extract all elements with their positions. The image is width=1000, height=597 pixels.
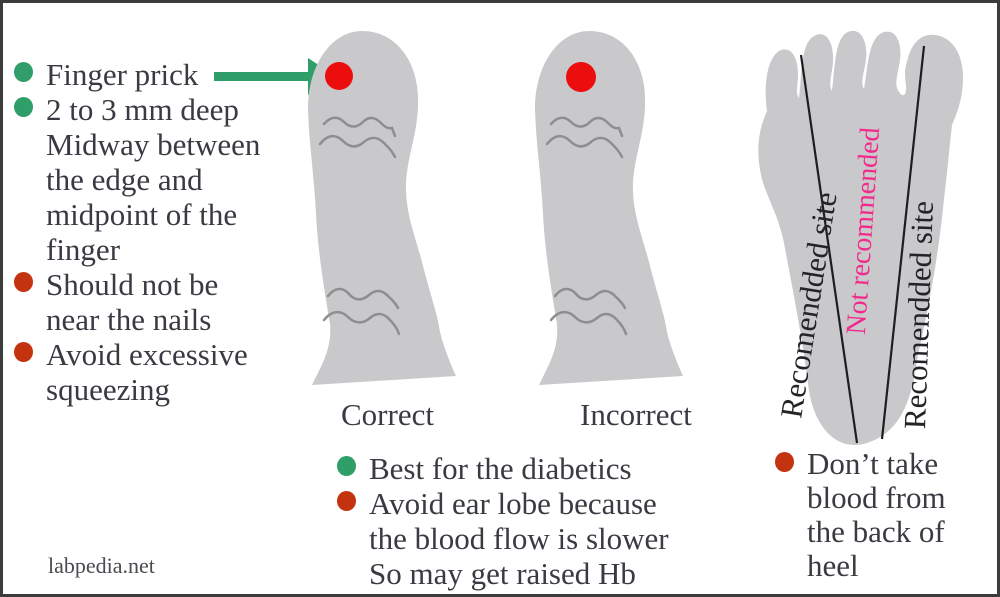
note-item: Avoid excessive squeezing [14,337,260,407]
green-bullet-icon [14,62,33,82]
note-line: the back of [807,514,945,549]
site-watermark: labpedia.net [48,553,155,578]
foot-sole-illustration [758,30,963,445]
finger-prick-notes: Finger prick 2 to 3 mm deep Midway betwe… [14,57,260,407]
heel-notes: Don’t take blood from the back of heel [775,447,946,583]
correct-label: Correct [341,397,434,432]
note-item: Avoid ear lobe because the blood flow is… [337,486,669,591]
note-line: finger [46,232,121,267]
note-line: Don’t take [807,446,939,481]
note-line: Finger prick [46,57,199,92]
note-item: Don’t take blood from the back of heel [775,447,946,583]
note-line: Best for the diabetics [369,451,632,486]
note-line: 2 to 3 mm deep [46,92,239,127]
note-lines: Should not be near the nails [46,267,218,337]
green-bullet-icon [14,97,33,117]
red-bullet-icon [14,272,33,292]
note-line: Avoid ear lobe because [369,486,657,521]
note-lines: 2 to 3 mm deep Midway between the edge a… [46,92,260,267]
incorrect-label: Incorrect [580,397,692,432]
note-item: Finger prick [14,57,260,92]
note-line: Should not be [46,267,219,302]
red-bullet-icon [14,342,33,362]
puncture-site-dot-incorrect [566,62,596,92]
note-lines: Avoid excessive squeezing [46,337,248,407]
note-line: the edge and [46,162,203,197]
knuckle-crease-lines [545,116,628,336]
note-item: Should not be near the nails [14,267,260,337]
note-line: Avoid excessive [46,337,248,372]
ear-lobe-notes: Best for the diabetics Avoid ear lobe be… [337,451,669,591]
red-bullet-icon [337,491,356,511]
note-lines: Avoid ear lobe because the blood flow is… [369,486,669,591]
note-line: blood from [807,480,946,515]
note-line: squeezing [46,372,170,407]
finger-incorrect-illustration [535,31,683,385]
site-divider-lines [799,45,926,444]
finger-correct-illustration [308,31,456,385]
knuckle-crease-lines [318,116,401,336]
note-line: heel [807,548,859,583]
red-bullet-icon [775,452,794,472]
note-line: the blood flow is slower [369,521,669,556]
note-item: Best for the diabetics [337,451,669,486]
puncture-site-dot-correct [325,62,353,90]
green-bullet-icon [337,456,356,476]
note-line: midpoint of the [46,197,238,232]
note-lines: Don’t take blood from the back of heel [807,447,946,583]
note-line: So may get raised Hb [369,556,636,591]
note-item: 2 to 3 mm deep Midway between the edge a… [14,92,260,267]
note-line: near the nails [46,302,212,337]
note-line: Midway between [46,127,261,162]
